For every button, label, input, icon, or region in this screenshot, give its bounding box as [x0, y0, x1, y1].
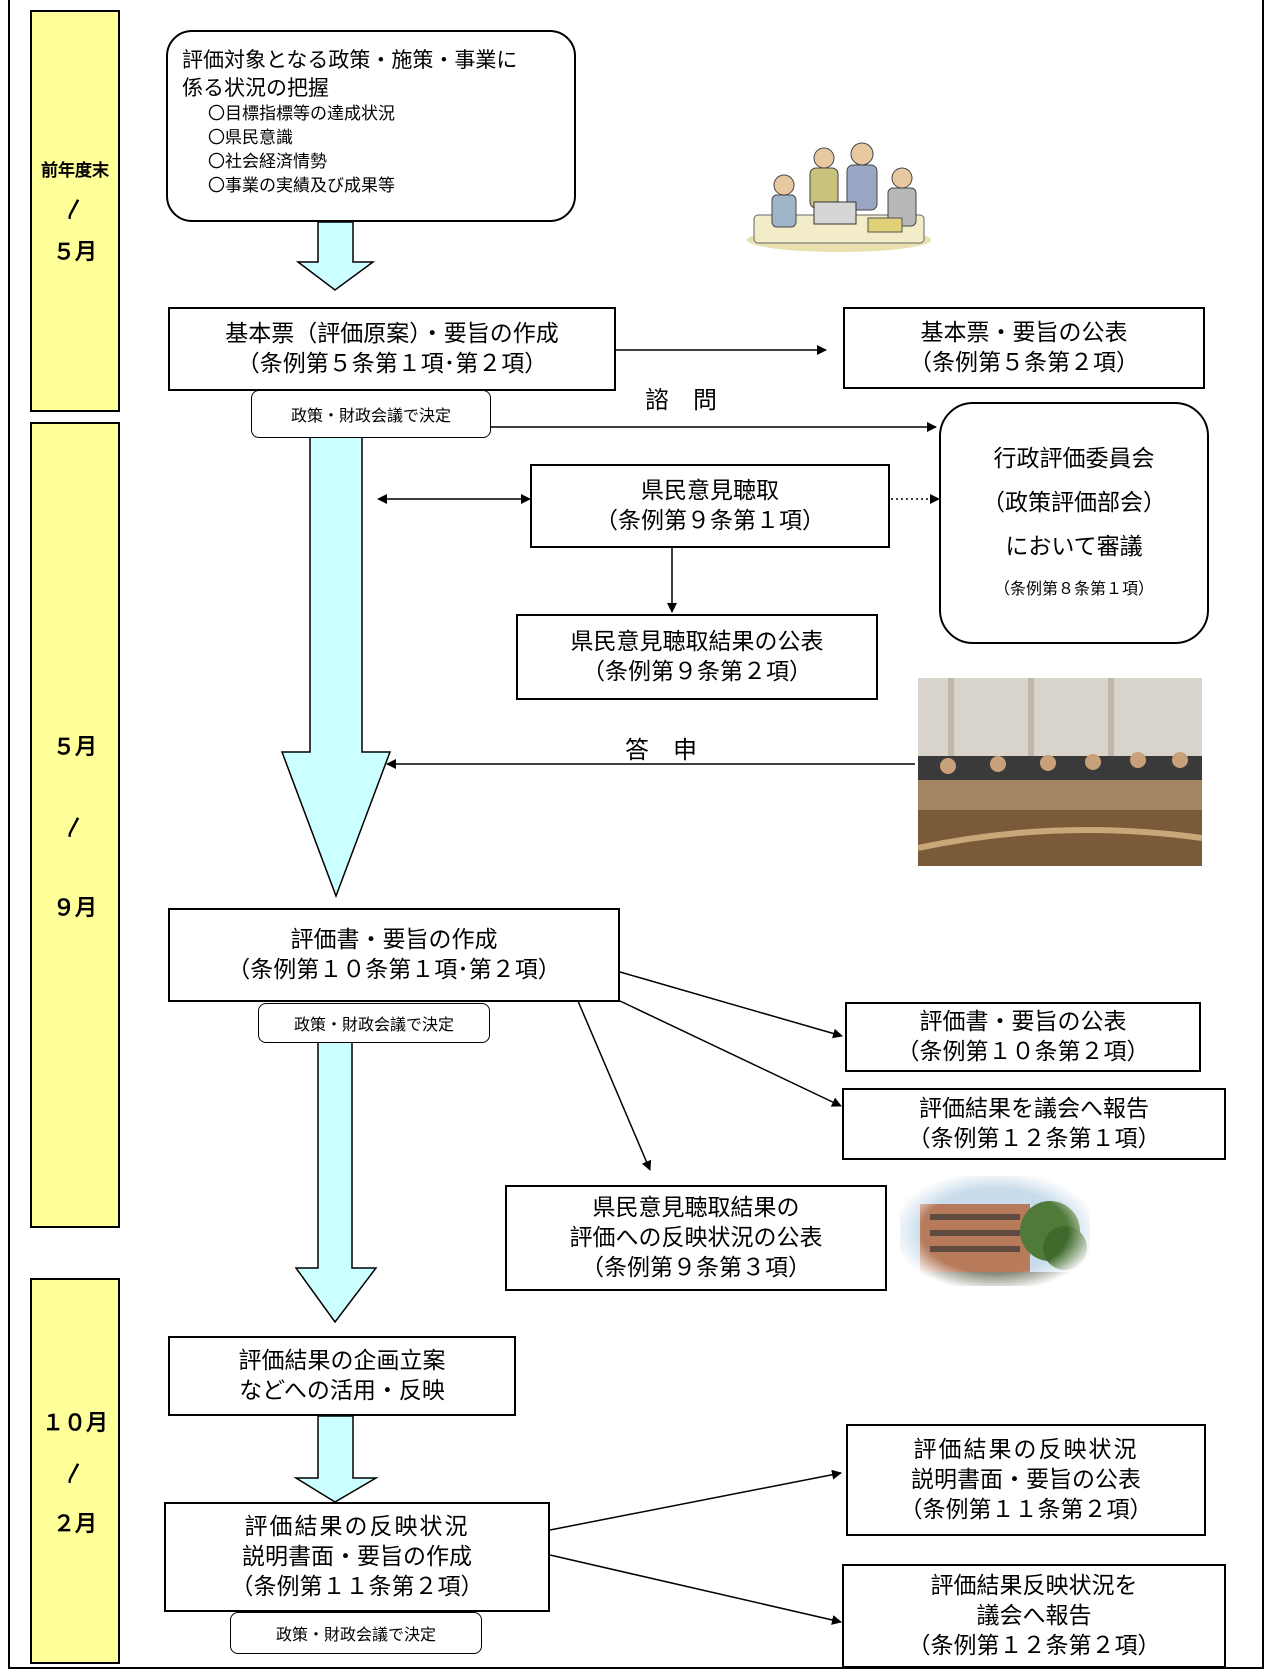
hearing-publish-box: 県民意見聴取結果の公表 （条例第９条第２項） — [516, 614, 878, 700]
reflect-report-line-3: （条例第１２条第２項） — [907, 1633, 1161, 1659]
period-1-sep: 〳 — [65, 197, 85, 221]
hearing-box: 県民意見聴取 （条例第９条第１項） — [530, 464, 890, 548]
hearing-line-2: （条例第９条第１項） — [595, 508, 825, 534]
reflect-doc-publish-line-2: 説明書面・要旨の公表 — [911, 1467, 1141, 1493]
basic-publish-line-1: 基本票・要旨の公表 — [920, 320, 1128, 346]
committee-line-4: （条例第８条第１項） — [993, 579, 1154, 598]
arrow-to-reflect-doc-publish — [549, 1469, 842, 1531]
eval-report-box: 評価結果を議会へ報告 （条例第１２条第１項） — [842, 1088, 1226, 1160]
period-1: 前年度末 〳 ５月 — [30, 10, 120, 412]
team-clipart-image — [747, 142, 931, 252]
survey-title-1: 評価対象となる政策・施策・事業に — [182, 48, 518, 72]
reflect-publish-line-1: 県民意見聴取結果の — [592, 1195, 800, 1221]
period-2-end: ９月 — [52, 895, 97, 921]
survey-title-2: 係る状況の把握 — [182, 76, 329, 100]
period-2-sep: 〳 — [65, 814, 85, 839]
utilize-line-1: 評価結果の企画立案 — [238, 1348, 446, 1374]
survey-item-3: 〇社会経済情勢 — [208, 152, 327, 172]
basic-sheet-line-1: 基本票（評価原案）・要旨の作成 — [225, 321, 559, 347]
reflect-doc-box: 評価結果の反映状況 説明書面・要旨の作成 （条例第１１条第２項） — [164, 1502, 550, 1612]
utilize-line-2: などへの活用・反映 — [239, 1378, 445, 1404]
decision-label-3: 政策・財政会議で決定 — [230, 1612, 482, 1654]
reflect-publish-line-2: 評価への反映状況の公表 — [569, 1225, 823, 1251]
eval-publish-line-2: （条例第１０条第２項） — [896, 1039, 1150, 1065]
building-photo-image — [900, 1176, 1090, 1286]
reflect-doc-line-3: （条例第１１条第２項） — [230, 1574, 484, 1600]
basic-sheet-box: 基本票（評価原案）・要旨の作成 （条例第５条第１項･第２項） — [168, 307, 616, 391]
eval-doc-line-2: （条例第１０条第１項･第２項） — [227, 957, 561, 983]
block-arrow-4 — [293, 1415, 379, 1503]
period-1-end: ５月 — [52, 240, 97, 265]
reflect-doc-line-1: 評価結果の反映状況 — [244, 1514, 470, 1540]
decision-label-2: 政策・財政会議で決定 — [258, 1003, 490, 1043]
reflect-doc-publish-line-3: （条例第１１条第２項） — [899, 1497, 1153, 1523]
reflect-report-line-2: 議会へ報告 — [976, 1603, 1092, 1629]
committee-line-2: （政策評価部会） — [982, 490, 1166, 516]
decision-label-1: 政策・財政会議で決定 — [251, 390, 491, 438]
reflect-report-box: 評価結果反映状況を 議会へ報告 （条例第１２条第２項） — [842, 1564, 1226, 1668]
survey-box: 評価対象となる政策・施策・事業に 係る状況の把握 〇目標指標等の達成状況 〇県民… — [166, 30, 576, 222]
eval-report-line-2: （条例第１２条第１項） — [907, 1126, 1161, 1152]
survey-item-2: 〇県民意識 — [208, 128, 293, 148]
basic-sheet-line-2: （条例第５条第１項･第２項） — [236, 351, 548, 377]
hearing-publish-line-2: （条例第９条第２項） — [582, 659, 812, 685]
reflect-doc-line-2: 説明書面・要旨の作成 — [242, 1544, 472, 1570]
committee-line-1: 行政評価委員会 — [993, 446, 1155, 472]
arrow-to-eval-report — [619, 1000, 842, 1107]
eval-publish-line-1: 評価書・要旨の公表 — [919, 1009, 1127, 1035]
page-frame — [8, 0, 1264, 1669]
inquiry-label: 諮 問 — [645, 386, 717, 414]
committee-box: 行政評価委員会 （政策評価部会） において審議 （条例第８条第１項） — [939, 402, 1209, 644]
period-3-sep: 〳 — [65, 1460, 85, 1485]
period-2-start: ５月 — [52, 734, 97, 760]
period-3-start: １０月 — [41, 1410, 108, 1436]
period-3-end: ２月 — [52, 1511, 97, 1537]
block-arrow-3 — [294, 1037, 378, 1324]
utilize-box: 評価結果の企画立案 などへの活用・反映 — [168, 1336, 516, 1416]
reflect-report-line-1: 評価結果反映状況を — [930, 1573, 1138, 1599]
period-1-start: 前年度末 — [41, 161, 109, 181]
committee-line-3: において審議 — [1005, 534, 1143, 560]
arrow-to-reflect-report — [549, 1554, 842, 1625]
reflect-doc-publish-line-1: 評価結果の反映状況 — [913, 1437, 1139, 1463]
period-3: １０月 〳 ２月 — [30, 1278, 120, 1664]
block-arrow-2 — [280, 409, 392, 899]
meeting-photo-image — [918, 678, 1202, 866]
survey-item-1: 〇目標指標等の達成状況 — [208, 104, 395, 124]
basic-publish-line-2: （条例第５条第２項） — [909, 350, 1139, 376]
eval-doc-line-1: 評価書・要旨の作成 — [290, 927, 498, 953]
reflect-doc-publish-box: 評価結果の反映状況 説明書面・要旨の公表 （条例第１１条第２項） — [846, 1424, 1206, 1536]
eval-doc-box: 評価書・要旨の作成 （条例第１０条第１項･第２項） — [168, 908, 620, 1002]
arrow-to-reflect-publish — [577, 1000, 652, 1171]
hearing-publish-line-1: 県民意見聴取結果の公表 — [570, 629, 824, 655]
eval-publish-box: 評価書・要旨の公表 （条例第１０条第２項） — [845, 1002, 1201, 1072]
basic-publish-box: 基本票・要旨の公表 （条例第５条第２項） — [843, 307, 1205, 389]
period-2: ５月 〳 ９月 — [30, 422, 120, 1228]
hearing-line-1: 県民意見聴取 — [641, 478, 779, 504]
eval-report-line-1: 評価結果を議会へ報告 — [919, 1096, 1149, 1122]
answer-label: 答 申 — [625, 736, 697, 764]
block-arrow-1 — [295, 221, 376, 291]
reflect-publish-box: 県民意見聴取結果の 評価への反映状況の公表 （条例第９条第３項） — [505, 1185, 887, 1291]
arrow-to-eval-publish — [619, 971, 843, 1039]
reflect-publish-line-3: （条例第９条第３項） — [581, 1255, 811, 1281]
survey-item-4: 〇事業の実績及び成果等 — [208, 176, 395, 196]
